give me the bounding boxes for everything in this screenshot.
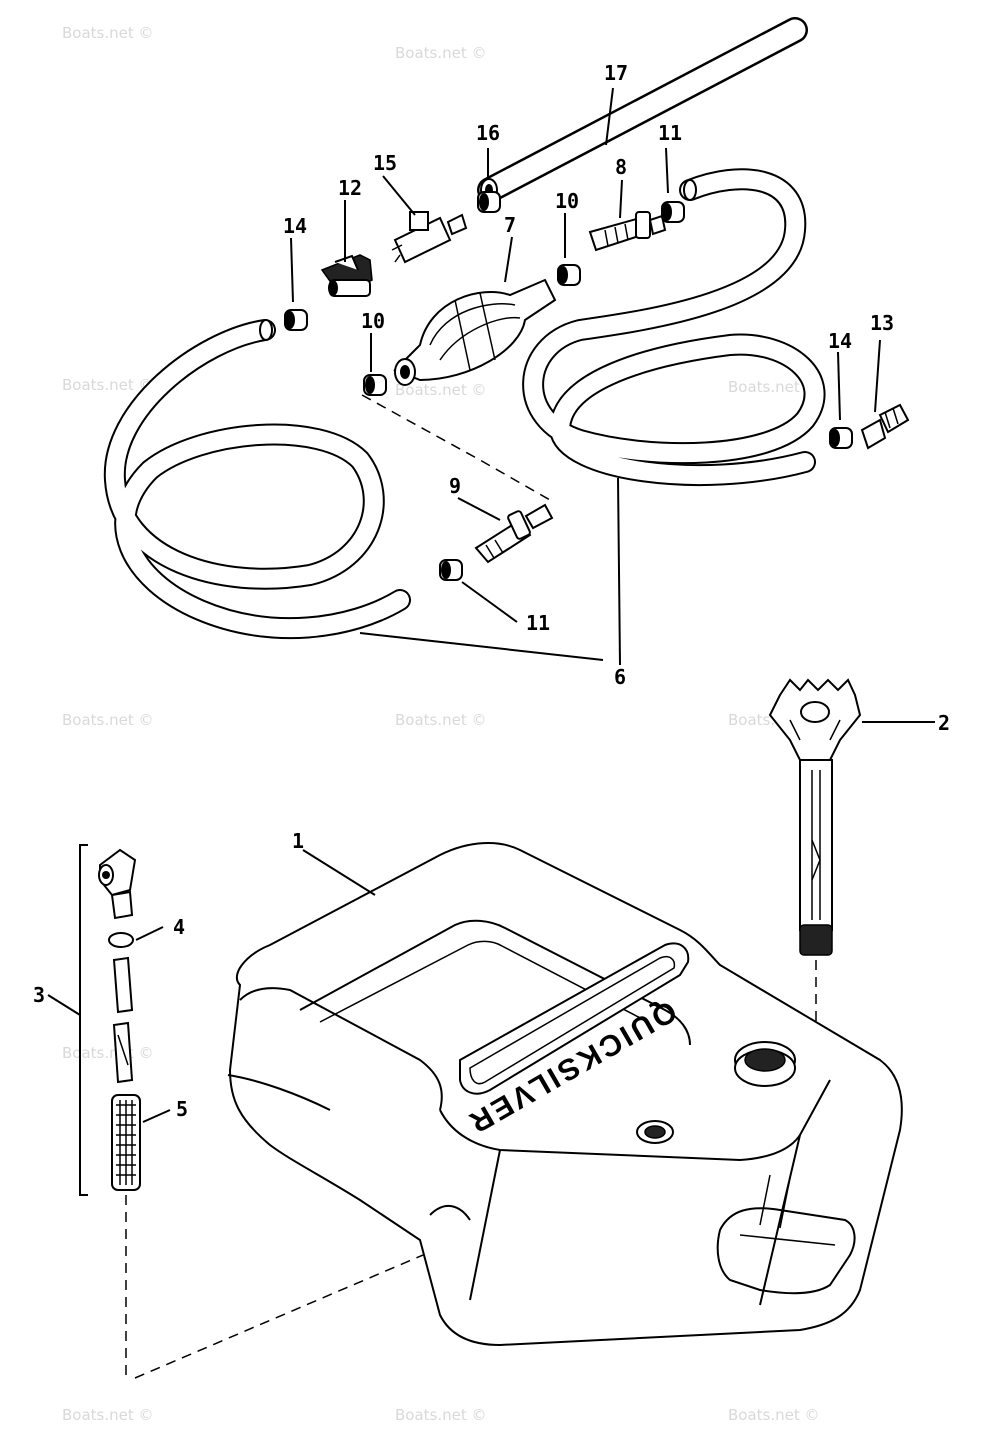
callout-14-upper: 14 (283, 214, 307, 238)
watermark-text: Boats.net © (395, 381, 487, 399)
part-15-connector-valve[interactable] (391, 211, 468, 264)
callout-9: 9 (449, 474, 461, 498)
part-6-hose-left-coil[interactable] (103, 319, 411, 640)
watermark-text: Boats.net © (395, 711, 487, 729)
callout-15: 15 (373, 151, 397, 175)
callout-2: 2 (938, 711, 950, 735)
callout-17: 17 (604, 61, 628, 85)
callout-1: 1 (292, 829, 304, 853)
leader-lines (47, 87, 935, 1123)
part-14-fitting-lower[interactable] (829, 427, 853, 449)
callout-5: 5 (176, 1097, 188, 1121)
part-3-pickup-tube[interactable] (112, 956, 134, 1084)
part-1-fuel-tank[interactable]: QUICKSILVER (227, 842, 903, 1347)
watermark-text: Boats.net © (62, 711, 154, 729)
callout-16: 16 (476, 121, 500, 145)
part-6-hose-right-coil[interactable] (522, 168, 826, 486)
part-8-connector[interactable] (588, 211, 667, 252)
watermark-text: Boats.net © (728, 378, 820, 396)
part-13-tank-fitting[interactable] (860, 403, 910, 450)
callout-14-lower: 14 (828, 329, 852, 353)
callout-12: 12 (338, 176, 362, 200)
part-16-fitting[interactable] (477, 191, 501, 213)
watermark-text: Boats.net © (728, 1406, 820, 1424)
callout-11-upper: 11 (658, 121, 682, 145)
part-3-elbow-fitting[interactable] (98, 848, 137, 920)
part-9-connector[interactable] (474, 503, 554, 564)
part-7-primer-bulb[interactable] (393, 278, 557, 386)
part-11-fitting-upper[interactable] (661, 201, 685, 223)
callout-3: 3 (33, 983, 45, 1007)
callout-10-upper: 10 (555, 189, 579, 213)
part-10-fitting-upper[interactable] (557, 264, 581, 286)
part-2-fuel-gauge[interactable] (768, 678, 862, 956)
part-12-connector[interactable] (320, 254, 373, 297)
part-10-fitting-lower[interactable] (363, 374, 387, 396)
watermark-text: Boats.net © (395, 1406, 487, 1424)
callout-11-lower: 11 (526, 611, 550, 635)
callout-13: 13 (870, 311, 894, 335)
watermark-text: Boats.net © (62, 1044, 154, 1062)
watermark-text: Boats.net © (395, 44, 487, 62)
watermark-text: Boats.net © (62, 1406, 154, 1424)
watermark-text: Boats.net © (62, 376, 154, 394)
callout-10-lower: 10 (361, 309, 385, 333)
assembly-dashed-line-hose (361, 394, 551, 501)
part-4-o-ring[interactable] (108, 932, 134, 948)
callout-7: 7 (504, 213, 516, 237)
callout-numbers: 17 16 15 11 8 12 10 14 7 10 13 14 9 11 6… (33, 61, 950, 1121)
watermark-text: Boats.net © (62, 24, 154, 42)
part-14-fitting-upper[interactable] (284, 309, 308, 331)
part-11-fitting-lower[interactable] (439, 559, 463, 581)
part-5-filter[interactable] (111, 1094, 141, 1191)
callout-6: 6 (614, 665, 626, 689)
callout-4: 4 (173, 915, 185, 939)
callout-8: 8 (615, 155, 627, 179)
part-3-pickup-assembly-bracket (79, 844, 88, 1196)
